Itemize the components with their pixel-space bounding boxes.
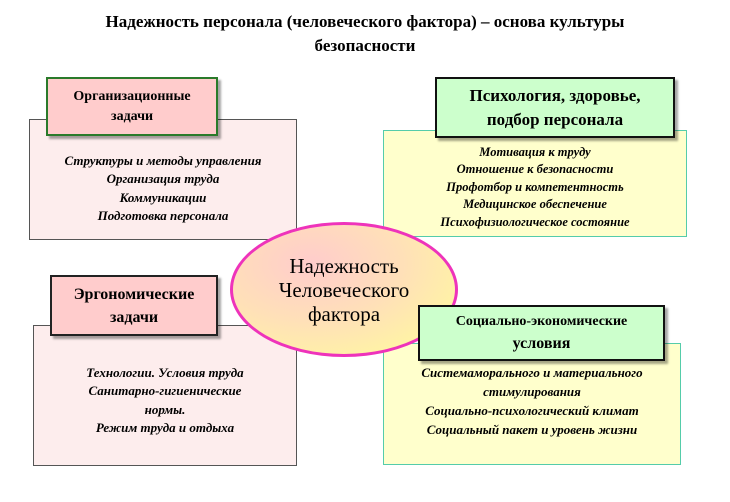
list-item: стимулирования bbox=[483, 384, 581, 399]
list-item: Технологии. Условия труда bbox=[86, 364, 244, 380]
social-economic-box: Системаморального и материального стимул… bbox=[383, 343, 681, 465]
header-line: задачи bbox=[110, 108, 154, 124]
ergonomic-header: Эргономические задачи bbox=[50, 275, 218, 336]
title-line: безопасности bbox=[314, 36, 416, 55]
list-item: нормы. bbox=[144, 401, 186, 417]
header-line: задачи bbox=[109, 308, 159, 326]
list-item: Санитарно-гигиенические bbox=[88, 383, 242, 398]
list-item: Социальный пакет и уровень жизни bbox=[426, 422, 638, 437]
list-item: Организация труда bbox=[106, 171, 220, 186]
org-tasks-header: Организационные задачи bbox=[46, 77, 218, 136]
header-line: Организационные bbox=[73, 88, 191, 104]
header-line: условия bbox=[512, 335, 571, 352]
list-item: Профотбор и компетентность bbox=[446, 179, 624, 194]
list-item: Отношение к безопасности bbox=[456, 162, 614, 177]
list-item: Медицинское обеспечение bbox=[463, 197, 607, 212]
social-economic-header: Социально-экономические условия bbox=[418, 305, 665, 361]
ergonomic-box: Технологии. Условия труда Санитарно-гиги… bbox=[33, 325, 297, 466]
header-line: Социально-экономические bbox=[455, 314, 628, 329]
center-line: фактора bbox=[307, 301, 381, 326]
list-item: Подготовка персонала bbox=[97, 208, 229, 223]
header-line: Психология, здоровье, bbox=[469, 85, 641, 105]
list-item: Коммуникации bbox=[119, 189, 207, 205]
list-item: Психофизиологическое состояние bbox=[440, 214, 630, 229]
psychology-header: Психология, здоровье, подбор персонала bbox=[435, 77, 675, 138]
diagram-title: Надежность персонала (человеческого факт… bbox=[0, 10, 730, 58]
list-item: Режим труда и отдыха bbox=[95, 420, 235, 435]
title-line: Надежность персонала (человеческого факт… bbox=[105, 12, 625, 31]
list-item: Мотивация к труду bbox=[479, 144, 591, 159]
psychology-box: Мотивация к труду Отношение к безопаснос… bbox=[383, 130, 687, 237]
header-line: Эргономические bbox=[73, 285, 195, 303]
list-item: Структуры и методы управления bbox=[64, 152, 262, 168]
header-line: подбор персонала bbox=[486, 109, 624, 129]
center-ellipse: Надежность Человеческого фактора bbox=[230, 222, 458, 357]
list-item: Социально-психологический климат bbox=[425, 403, 639, 418]
center-line: Надежность bbox=[289, 253, 399, 278]
center-line: Человеческого bbox=[278, 277, 410, 302]
org-tasks-box: Структуры и методы управления Организаци… bbox=[29, 119, 297, 240]
list-item: Системаморального и материального bbox=[421, 365, 643, 380]
